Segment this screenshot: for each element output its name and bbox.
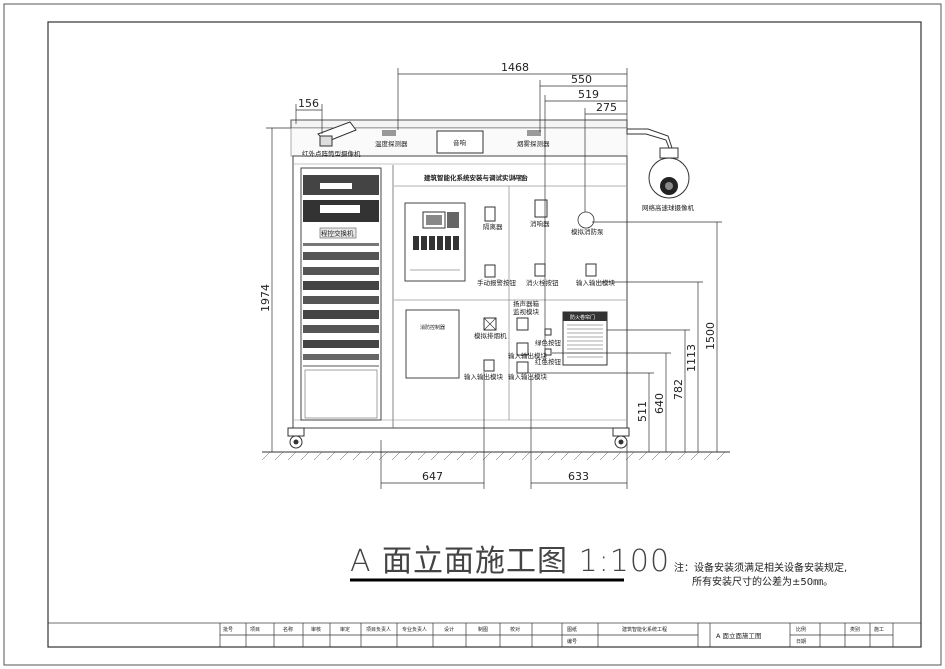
fire-control-label: 消防控制器	[420, 324, 445, 331]
fire-valve-label: 模拟消防泵	[571, 227, 604, 236]
drawing-title: A 面立面施工图 1:100	[350, 544, 670, 579]
io-module-label-1: 输入输出模块	[576, 278, 616, 287]
monitor-module-label: 监视模块	[513, 307, 540, 316]
tb-cell-13: 比例	[796, 626, 806, 633]
panel-title: 建筑智能化系统安装与调试实训平台	[423, 173, 529, 182]
speaker	[436, 130, 484, 154]
dim-1974: 1974	[259, 284, 272, 312]
tb-cell-1: 批号	[223, 626, 233, 633]
sounder-label: 消响器	[530, 219, 550, 228]
dim-156: 156	[298, 97, 319, 110]
manual-alarm-label: 手动报警按钮	[477, 278, 517, 287]
note-line-1: 注：设备安装须满足相关设备安装规定,	[674, 561, 847, 574]
tb-cell-8: 设计	[444, 626, 454, 633]
hydrant-button-label: 消火栓按钮	[526, 278, 559, 287]
tb-cell-4: 审核	[311, 626, 321, 633]
outer-frame	[3, 3, 942, 666]
isolator-label: 隔离器	[483, 222, 503, 231]
tb-cell-10: 校对	[510, 626, 520, 633]
io-module-label-4: 输入输出模块	[508, 372, 548, 381]
tb-cell-15: 类别	[850, 626, 860, 633]
temp-detector-label: 温度探测器	[375, 139, 408, 148]
dim-519: 519	[578, 88, 599, 101]
green-button-label: 绿色按钮	[535, 338, 562, 347]
note-line-2: 所有安装尺寸的公差为±50㎜。	[692, 575, 833, 588]
ir-camera-label: 红外点阵筒型摄像机	[302, 149, 361, 158]
red-button-label: 红色按钮	[535, 357, 562, 366]
dim-511: 511	[636, 401, 649, 422]
smoke-detector-label: 烟雾探测器	[517, 139, 550, 148]
face-a-label: A 面	[512, 174, 526, 182]
dim-647: 647	[422, 470, 443, 483]
dim-1113: 1113	[685, 344, 698, 372]
dim-633: 633	[568, 470, 589, 483]
smoke-exhaust-label: 模拟排烟机	[474, 331, 507, 340]
dim-1468: 1468	[501, 61, 529, 74]
tb-cell-6: 项目负责人	[366, 626, 391, 633]
dome-camera-label: 网络高速球摄像机	[642, 203, 695, 212]
tb-cell-3: 名称	[283, 626, 293, 633]
dim-1500: 1500	[704, 322, 717, 350]
fire-door-label: 防火卷帘门	[570, 314, 595, 321]
tb-cell-12: 编号	[567, 638, 577, 645]
dim-275: 275	[596, 101, 617, 114]
tb-cell-5: 审定	[340, 626, 350, 633]
tb-cell-14: 日期	[796, 639, 806, 645]
tb-cell-9: 制图	[478, 626, 488, 633]
dim-782: 782	[672, 379, 685, 400]
fire-control-box	[405, 309, 460, 379]
control-host-label: 程控交换机	[321, 229, 354, 238]
tb-cell-2: 项目	[250, 627, 260, 633]
tb-cell-16: 施工	[874, 626, 884, 633]
speaker-label: 音响	[453, 138, 467, 147]
dim-640: 640	[653, 393, 666, 414]
tb-drawing-name: A 面立面施工图	[716, 631, 762, 640]
tb-cell-7: 专业负责人	[402, 626, 427, 633]
tb-cell-11: 图纸	[567, 626, 577, 633]
dim-550: 550	[571, 73, 592, 86]
io-module-label-2: 输入输出模块	[508, 351, 548, 360]
title-block	[47, 622, 922, 648]
tb-project: 建筑智能化系统工程	[622, 626, 667, 633]
speaker-box-label: 扬声器箱	[513, 299, 540, 308]
